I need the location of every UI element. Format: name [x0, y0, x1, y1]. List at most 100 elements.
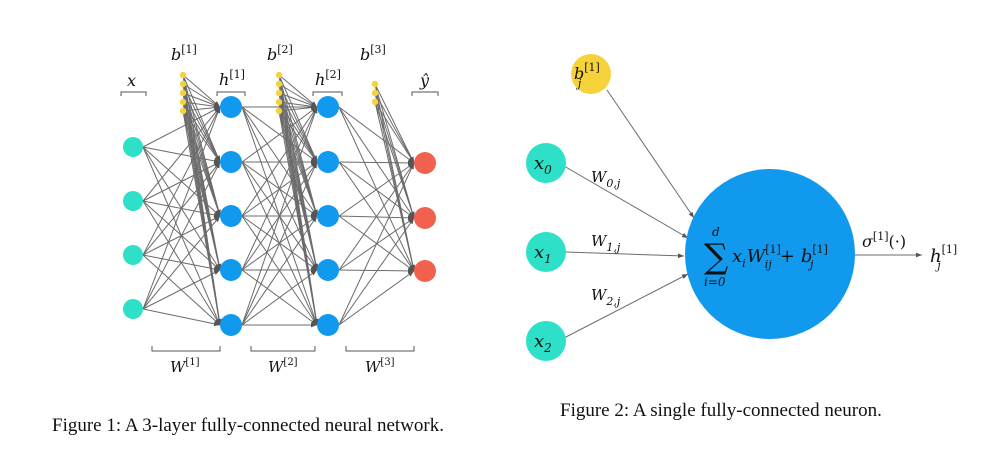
- bracket-w1: [151, 346, 221, 352]
- weight-label-w1: W1,j: [591, 232, 621, 254]
- bias-edge-2-0-0: [374, 83, 415, 164]
- activation-label: σ[1](·): [862, 230, 906, 251]
- figure-1-network: x b[1] h[1] b[2] h[2] b[3] ŷ W[1] W[2] W…: [52, 43, 444, 436]
- edge-l0-1-0: [142, 106, 221, 202]
- edge-l1-1-0: [241, 106, 318, 163]
- output-label: h[1]j: [930, 243, 957, 272]
- node-layer3-2: [414, 260, 436, 282]
- node-layer0-3: [123, 299, 143, 319]
- figure-2-caption: Figure 2: A single fully-connected neuro…: [560, 400, 882, 421]
- bias-edge-1-0-0: [278, 74, 318, 108]
- node-layer2-0: [317, 96, 339, 118]
- bias-edge-0-4-1: [182, 110, 221, 163]
- edge-l1-4-3: [241, 269, 318, 326]
- bracket-yhat: [411, 91, 439, 96]
- bracket-w3: [345, 346, 415, 352]
- bias-edge-1-4-4: [278, 110, 319, 326]
- bias-edge-1-3-0: [278, 101, 318, 109]
- node-layer1-3: [220, 259, 242, 281]
- bracket-h1: [216, 91, 246, 96]
- label-b1: b[1]: [171, 43, 197, 64]
- edge-l0-3-1: [142, 161, 221, 310]
- input-label-x0: x0: [534, 153, 552, 177]
- node-layer1-4: [220, 314, 242, 336]
- bias-edge-0-4-2: [182, 110, 221, 217]
- node-layer0-0: [123, 137, 143, 157]
- edge-l0-0-0: [142, 106, 221, 148]
- weight-label-w2: W2,j: [591, 286, 621, 308]
- sum-symbol: ∑: [704, 237, 728, 277]
- bias-dot-1-3: [275, 98, 283, 106]
- label-x: x: [127, 71, 136, 90]
- bias-dot-1-2: [275, 89, 283, 97]
- edge-l2-4-2: [338, 270, 415, 326]
- node-layer2-3: [317, 259, 339, 281]
- bias-edge-1-1-1: [278, 83, 318, 163]
- weight-label-w0: W0,j: [591, 168, 621, 190]
- bias-edge-0-4-3: [182, 110, 221, 271]
- bias-edge-1-0-1: [278, 74, 318, 163]
- bias-dot-2-0: [371, 80, 379, 88]
- bias-dot-1-4: [275, 107, 283, 115]
- node-layer3-0: [414, 152, 436, 174]
- label-b3: b[3]: [360, 43, 386, 64]
- sum-expression: xiW[1]ij+b[1]j: [732, 243, 828, 271]
- edge-l1-4-0: [241, 106, 318, 326]
- bracket-x: [120, 91, 147, 96]
- edge-l0-3-2: [142, 215, 221, 310]
- bracket-h2: [312, 91, 343, 96]
- node-layer2-2: [317, 205, 339, 227]
- edge-l2-2-0: [338, 162, 415, 217]
- edge-x0-neuron: [563, 165, 689, 239]
- bias-dot-0-0: [179, 71, 187, 79]
- edge-bias-neuron: [606, 89, 695, 219]
- bias-node-label: b[1]j: [574, 61, 600, 90]
- neuron-node: [685, 169, 855, 339]
- node-layer0-1: [123, 191, 143, 211]
- edge-l2-1-0: [338, 160, 415, 166]
- bias-dot-0-3: [179, 98, 187, 106]
- bias-dot-2-1: [371, 89, 379, 97]
- edge-l1-4-2: [241, 215, 318, 326]
- bias-edge-2-1-0: [374, 92, 415, 164]
- bias-edge-1-4-1: [278, 110, 318, 163]
- edge-l2-4-1: [338, 217, 415, 326]
- bias-edge-2-2-2: [374, 101, 415, 272]
- node-layer1-0: [220, 96, 242, 118]
- node-layer1-1: [220, 151, 242, 173]
- label-h1: h[1]: [219, 68, 245, 89]
- label-h2: h[2]: [315, 68, 341, 89]
- bias-dot-0-2: [179, 89, 187, 97]
- bias-edge-1-4-2: [278, 110, 318, 217]
- sum-lower-limit: i=0: [704, 275, 726, 289]
- bias-edge-0-1-1: [182, 83, 221, 163]
- bias-edge-1-4-0: [278, 105, 318, 112]
- node-layer3-1: [414, 207, 436, 229]
- bias-edge-0-4-4: [182, 110, 222, 326]
- label-w3: W[3]: [365, 357, 395, 376]
- bracket-w2: [250, 346, 316, 352]
- bias-edge-1-3-1: [278, 101, 318, 163]
- label-w1: W[1]: [170, 357, 200, 376]
- label-b2: b[2]: [267, 43, 293, 64]
- bias-dot-1-0: [275, 71, 283, 79]
- network-edges: [142, 74, 416, 328]
- edge-l2-3-2: [338, 268, 415, 274]
- edge-l0-3-4: [142, 308, 221, 327]
- input-node-x0: [526, 143, 566, 183]
- bias-dot-2-2: [371, 98, 379, 106]
- bias-edge-0-0-1: [182, 74, 221, 163]
- label-yhat: ŷ: [419, 71, 430, 90]
- bias-node: [571, 54, 611, 94]
- edge-x2-neuron: [563, 273, 689, 339]
- bias-edge-1-2-0: [278, 92, 318, 108]
- bias-edge-2-2-0: [374, 101, 415, 164]
- input-node-x1: [526, 232, 566, 272]
- bias-dot-0-4: [179, 107, 187, 115]
- edge-l1-2-0: [241, 106, 318, 217]
- bias-edge-0-0-0: [182, 74, 221, 108]
- bias-edge-0-4-0: [182, 105, 221, 112]
- bias-edge-1-4-3: [278, 110, 318, 271]
- sum-upper-limit: d: [712, 225, 720, 239]
